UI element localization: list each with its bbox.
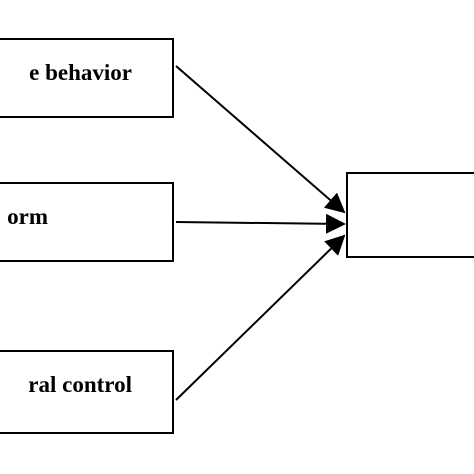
node-attitude-label: e behavior <box>29 60 132 85</box>
node-norm-label: orm <box>7 204 48 229</box>
arrow-attitude-to-target <box>175 65 346 214</box>
node-attitude-box: e behavior <box>0 38 174 118</box>
node-norm-box: orm <box>0 182 174 262</box>
node-control-box: ral control <box>0 350 174 434</box>
node-target-box <box>346 172 474 258</box>
arrow-control-to-target <box>175 234 346 401</box>
node-control-label: ral control <box>28 372 132 397</box>
arrow-norm-to-target <box>175 213 346 234</box>
